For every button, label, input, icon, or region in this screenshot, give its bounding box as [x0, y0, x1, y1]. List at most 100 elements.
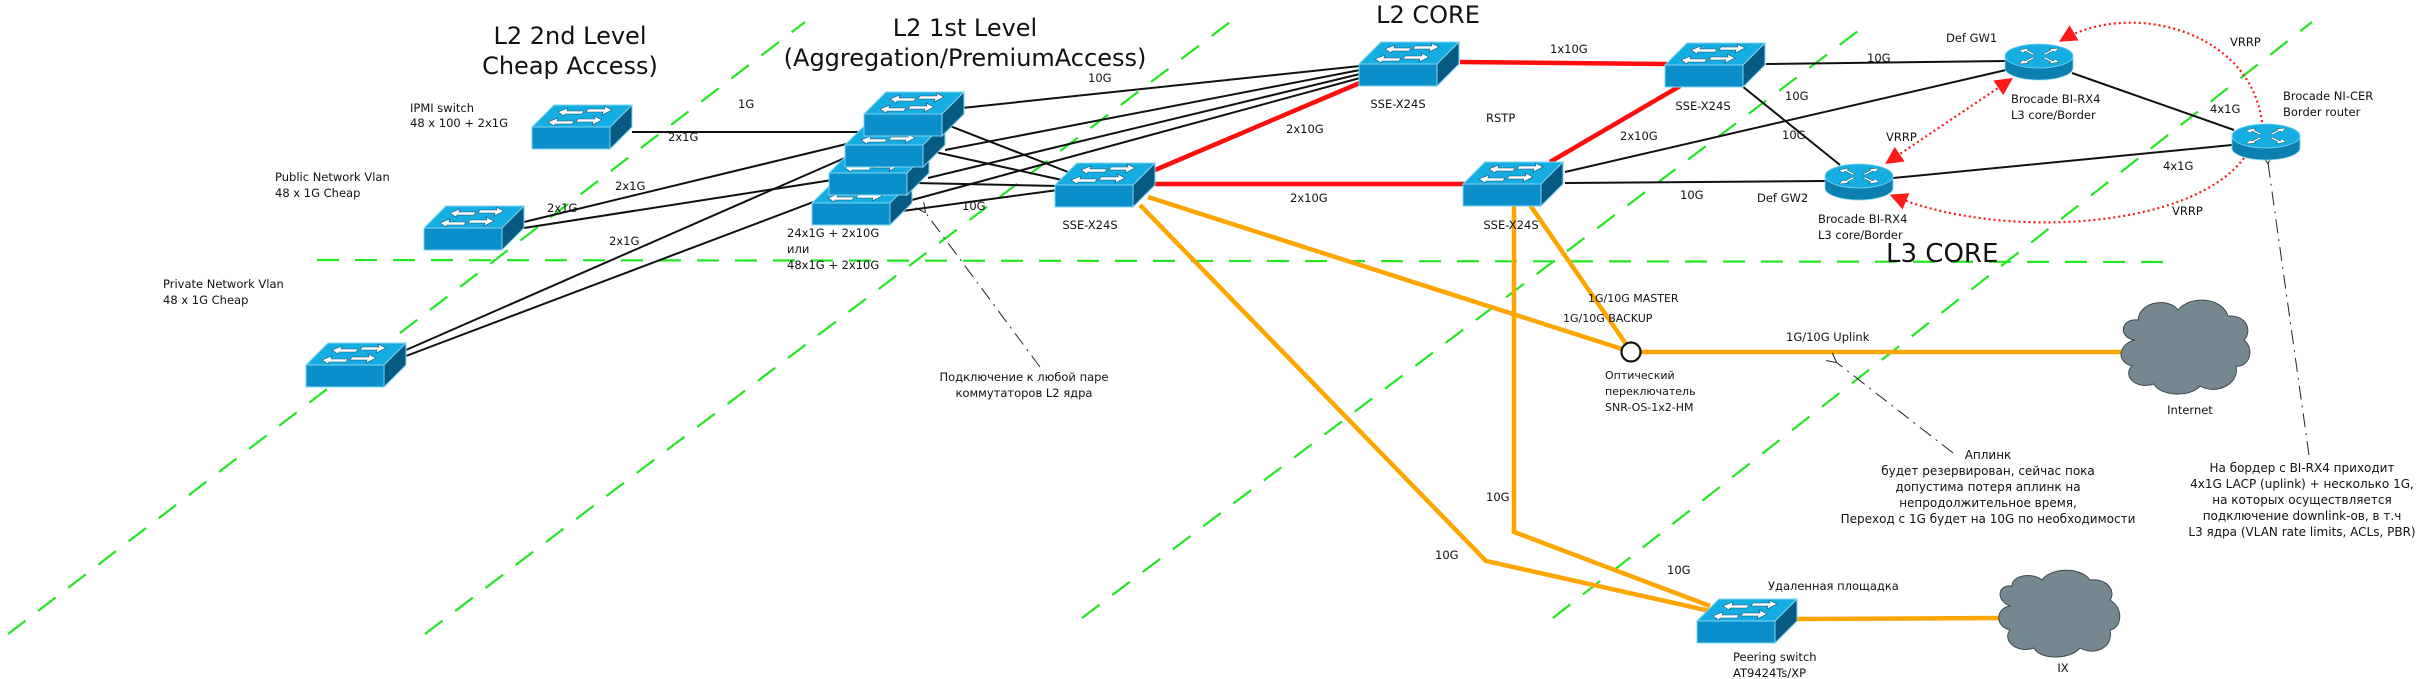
- gw2-role-label: Def GW2: [1757, 191, 1808, 205]
- border-router[interactable]: [2231, 123, 2301, 161]
- uplink-note-line-5: Переход с 1G будет на 10G по необходимос…: [1841, 512, 2136, 526]
- link-gw1-border: [2071, 72, 2235, 131]
- aggregation-note-line-1: Подключение к любой паре: [939, 370, 1108, 384]
- peering-switch[interactable]: [1696, 598, 1798, 644]
- router-icon: [2004, 43, 2074, 81]
- link-label-peering-1: 10G: [1486, 490, 1510, 504]
- zone-title-aggregation-line1: L2 1st Level: [893, 14, 1037, 42]
- zone-boundary-horizontal: [316, 258, 2179, 264]
- zone-title-access-line1: L2 2nd Level: [494, 22, 647, 50]
- core-switch-c[interactable]: [1462, 161, 1564, 207]
- vrrp-label-middle: VRRP: [1886, 130, 1917, 144]
- optical-switch-icon[interactable]: [1620, 341, 1642, 363]
- aggregation-sse-label: SSE-X24S: [1062, 218, 1117, 232]
- gw1-label-2: L3 core/Border: [2011, 108, 2096, 122]
- border-note-line-3: на которых осуществляется: [2212, 493, 2391, 507]
- link-agg3-sse: [914, 182, 1059, 187]
- callout-uplink: [1836, 362, 1954, 454]
- aggregation-stack-label-2: или: [787, 242, 809, 256]
- private-network-switch[interactable]: [305, 342, 407, 388]
- link-label-optical-master: 1G/10G MASTER: [1588, 292, 1679, 305]
- l3-links: [1564, 60, 2235, 184]
- router-icon: [2231, 123, 2301, 161]
- cloud-icon: [2120, 299, 2251, 395]
- link-private-agg-1: [405, 149, 864, 351]
- zone-title-aggregation-line2: (Aggregation/PremiumAccess): [784, 44, 1147, 72]
- aggregation-note-line-2: коммутаторов L2 ядра: [956, 386, 1093, 400]
- ipmi-switch[interactable]: [531, 104, 633, 150]
- link-label-core-b-gw2-b: 10G: [1782, 128, 1806, 142]
- link-label-2x1g-2: 2x1G: [615, 179, 645, 193]
- link-agg2-sse: [934, 151, 1063, 181]
- vrrp-label-top: VRRP: [2230, 35, 2261, 49]
- border-note-line-4: подключение downlink-ов, в т.ч: [2203, 509, 2402, 523]
- link-label-optical-uplink: 1G/10G Uplink: [1786, 330, 1870, 344]
- core-c-label: SSE-X24S: [1483, 218, 1538, 232]
- uplink-note: Аплинк будет резервирован, сейчас пока д…: [1841, 448, 2136, 526]
- link-public-agg-1: [523, 139, 864, 223]
- link-agg3-core-a: [927, 73, 1361, 179]
- switch-icon: [863, 91, 965, 137]
- gw2-label-2: L3 core/Border: [1818, 228, 1903, 242]
- link-label-gw1-border: 4x1G: [2210, 102, 2240, 116]
- core-switch-b[interactable]: [1664, 42, 1766, 88]
- switch-icon: [423, 205, 525, 251]
- border-note-line-1: На бордер с BI-RX4 приходит: [2210, 461, 2395, 475]
- aggregation-note: Подключение к любой паре коммутаторов L2…: [939, 370, 1108, 400]
- zone-title-l2-core: L2 CORE: [1376, 1, 1480, 29]
- core-switch-a[interactable]: [1358, 41, 1460, 87]
- core-links: [1154, 59, 1682, 187]
- link-label-agg-core-a: 2x10G: [1286, 122, 1324, 136]
- core-a-label: SSE-X24S: [1370, 97, 1425, 111]
- switch-icon: [1462, 161, 1564, 207]
- link-gw2-border: [1892, 144, 2233, 179]
- ix-cloud[interactable]: [1998, 569, 2121, 658]
- aggregation-sse-switch[interactable]: [1054, 162, 1156, 208]
- callout-aggregation: [925, 212, 1041, 368]
- uplink-note-line-1: Аплинк: [1965, 448, 2012, 462]
- uplink-note-line-3: допустима потеря аплинк на: [1895, 480, 2080, 494]
- link-agg4-core-a: [911, 77, 1361, 201]
- link-sse-peering: [1138, 203, 1711, 614]
- link-agg1-core-a: [961, 65, 1361, 109]
- router-gw2[interactable]: [1824, 163, 1894, 201]
- link-private-agg-2: [405, 189, 846, 357]
- router-icon: [1824, 163, 1894, 201]
- link-label-core-b-gw1: 10G: [1867, 51, 1891, 65]
- peering-switch-label-2: AT9424Ts/XP: [1733, 666, 1806, 679]
- cloud-icon: [1998, 569, 2121, 658]
- link-label-core-c-gw2: 10G: [1680, 188, 1704, 202]
- border-note-line-5: L3 ядра (VLAN rate limits, ACLs, PBR): [2188, 525, 2415, 539]
- optical-switch-label-3: SNR-OS-1x2-HM: [1605, 401, 1694, 414]
- switch-icon: [1358, 41, 1460, 87]
- aggregation-stack-label-3: 48x1G + 2x10G: [787, 258, 879, 272]
- peering-switch-label-1: Peering switch: [1733, 650, 1817, 664]
- border-router-label-1: Brocade NI-CER: [2283, 89, 2373, 103]
- link-core-b-gw2: [1741, 85, 1841, 166]
- link-label-core-a-b: 1x10G: [1550, 42, 1588, 56]
- public-switch-label-1: Public Network Vlan: [275, 170, 390, 184]
- internet-cloud[interactable]: [2120, 299, 2251, 395]
- zone-title-access-line2: Cheap Access): [482, 52, 658, 80]
- border-note-line-2: 4x1G LACP (uplink) + несколько 1G,: [2190, 477, 2414, 491]
- link-label-rstp: RSTP: [1486, 111, 1515, 125]
- public-network-switch[interactable]: [423, 205, 525, 251]
- internet-label: Internet: [2167, 403, 2213, 417]
- ix-label: IX: [2057, 661, 2068, 675]
- ipmi-switch-label-1: IPMI switch: [410, 101, 474, 115]
- switch-icon: [305, 342, 407, 388]
- switch-icon: [1696, 598, 1798, 644]
- link-core-c-gw2: [1564, 180, 1827, 184]
- zone-boundary-aggregation: [424, 21, 1231, 635]
- link-core-a-core-b: [1459, 59, 1668, 67]
- link-sse-optical-backup: [1147, 194, 1623, 352]
- router-gw1[interactable]: [2004, 43, 2074, 81]
- link-label-peering-2: 10G: [1435, 548, 1459, 562]
- uplink-note-line-4: непродолжительное время,: [1899, 496, 2077, 510]
- gw1-label-1: Brocade BI-RX4: [2011, 92, 2100, 106]
- link-core-b-gw1: [1765, 60, 2007, 65]
- link-label-core-c-b: 2x10G: [1620, 129, 1658, 143]
- link-label-ipmi-agg: 1G: [738, 97, 754, 111]
- link-label-peering-3: 10G: [1667, 563, 1691, 577]
